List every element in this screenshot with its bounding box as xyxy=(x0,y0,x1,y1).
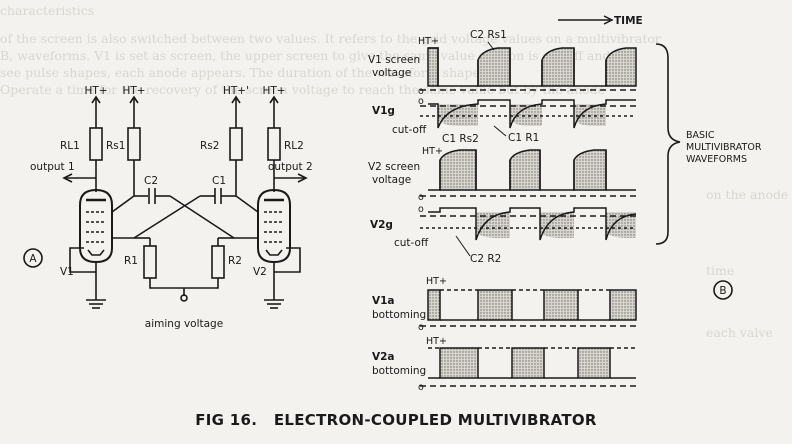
v2-label: V2 xyxy=(253,266,267,278)
bg-side-3: each valve xyxy=(706,325,773,340)
ht-label-1: HT+ xyxy=(84,85,107,97)
v2a-bottoming-label: bottoming xyxy=(372,365,426,377)
time-label: TIME xyxy=(614,15,643,27)
ht-label-4: HT+ xyxy=(262,85,285,97)
output1-label: output 1 xyxy=(30,161,75,173)
valve-v2 xyxy=(257,188,301,300)
label-a-circle xyxy=(23,248,43,268)
zero-2: o xyxy=(418,96,424,107)
rs1-label: Rs1 xyxy=(106,140,125,152)
basic-label-3: WAVEFORMS xyxy=(686,154,747,165)
v1g-cutoff-label: cut-off xyxy=(392,124,427,136)
rl1-label: RL1 xyxy=(60,140,80,152)
basic-label-1: BASIC xyxy=(686,130,715,141)
ht-label-2: HT+ xyxy=(122,85,145,97)
resistor-r2 xyxy=(211,245,225,279)
v1a-bottoming-label: bottoming xyxy=(372,309,426,321)
c1-r1-label: C1 R1 xyxy=(508,132,539,144)
bg-line-2: B, waveforms. V1 is set as screen, the u… xyxy=(0,48,635,63)
brace xyxy=(655,43,681,245)
resistor-rl2 xyxy=(267,127,281,161)
circuit-diagram xyxy=(23,95,308,309)
r2-label: R2 xyxy=(228,255,242,267)
rs2-label: Rs2 xyxy=(200,140,219,152)
bg-side-1: on the anode xyxy=(706,187,789,202)
rl2-label: RL2 xyxy=(284,140,304,152)
zero-6: o xyxy=(418,382,424,393)
v1a-label: V1a xyxy=(372,295,395,307)
waveforms: TIME xyxy=(368,15,762,393)
bg-heading: characteristics xyxy=(0,3,95,18)
label-b: B xyxy=(719,285,726,297)
ht-arrows xyxy=(91,95,279,116)
v2-screen-label: V2 screen xyxy=(368,161,420,173)
resistor-rl1 xyxy=(89,127,103,161)
label-a: A xyxy=(29,253,37,265)
resistor-rs2 xyxy=(229,127,243,161)
resistor-rs1 xyxy=(127,127,141,161)
valve-v1 xyxy=(69,188,113,300)
v1-label: V1 xyxy=(60,266,74,278)
wave-v2-screen xyxy=(420,149,636,197)
aiming-terminal xyxy=(180,294,188,302)
label-b-circle xyxy=(713,280,733,300)
wave-v2a xyxy=(420,347,636,387)
zero-1: o xyxy=(418,86,424,97)
resistor-r1 xyxy=(143,245,157,279)
ht-label-v2-screen: HT+ xyxy=(422,146,443,157)
wave-v1g xyxy=(420,99,636,129)
circuit-labels: HT+ HT+ HT+' HT+ RL1 Rs1 Rs2 RL2 output … xyxy=(29,85,312,330)
ground-symbols xyxy=(86,299,284,309)
v2g-label: V2g xyxy=(370,219,393,231)
figure-caption: FIG 16. ELECTRON-COUPLED MULTIVIBRATOR xyxy=(195,411,597,429)
v2-screen-label-2: voltage xyxy=(372,174,411,186)
bg-line-1: of the screen is also switched between t… xyxy=(0,31,661,46)
c2-rs1-label: C2 Rs1 xyxy=(470,29,507,41)
ht-label-v1a: HT+ xyxy=(426,276,447,287)
c1-label: C1 xyxy=(212,175,226,187)
c2-label: C2 xyxy=(144,175,158,187)
zero-markers: o o o o o o xyxy=(418,86,424,393)
basic-label-2: MULTIVIBRATOR xyxy=(686,142,762,153)
v1-screen-label-2: voltage xyxy=(372,67,411,79)
v1g-label: V1g xyxy=(372,105,395,117)
v2g-cutoff-label: cut-off xyxy=(394,237,429,249)
zero-4: o xyxy=(418,204,424,215)
ht-label-3: HT+' xyxy=(223,85,249,97)
zero-3: o xyxy=(418,192,424,203)
wave-v2g xyxy=(420,207,637,241)
bg-side-2: time xyxy=(706,263,735,278)
wave-v1-screen xyxy=(420,47,637,91)
c1-rs2-label: C1 Rs2 xyxy=(442,133,479,145)
bg-line-3: see pulse shapes, each anode appears. Th… xyxy=(0,65,487,80)
c2-r2-label: C2 R2 xyxy=(470,253,501,265)
aiming-voltage-label: aiming voltage xyxy=(145,318,223,330)
ht-label-v2a: HT+ xyxy=(426,336,447,347)
wave-v1a xyxy=(420,289,637,327)
v2a-label: V2a xyxy=(372,351,395,363)
r1-label: R1 xyxy=(124,255,138,267)
v1-screen-label: V1 screen xyxy=(368,54,420,66)
zero-5: o xyxy=(418,322,424,333)
output2-label: output 2 xyxy=(268,161,313,173)
ht-label-v1-screen: HT+ xyxy=(418,36,439,47)
